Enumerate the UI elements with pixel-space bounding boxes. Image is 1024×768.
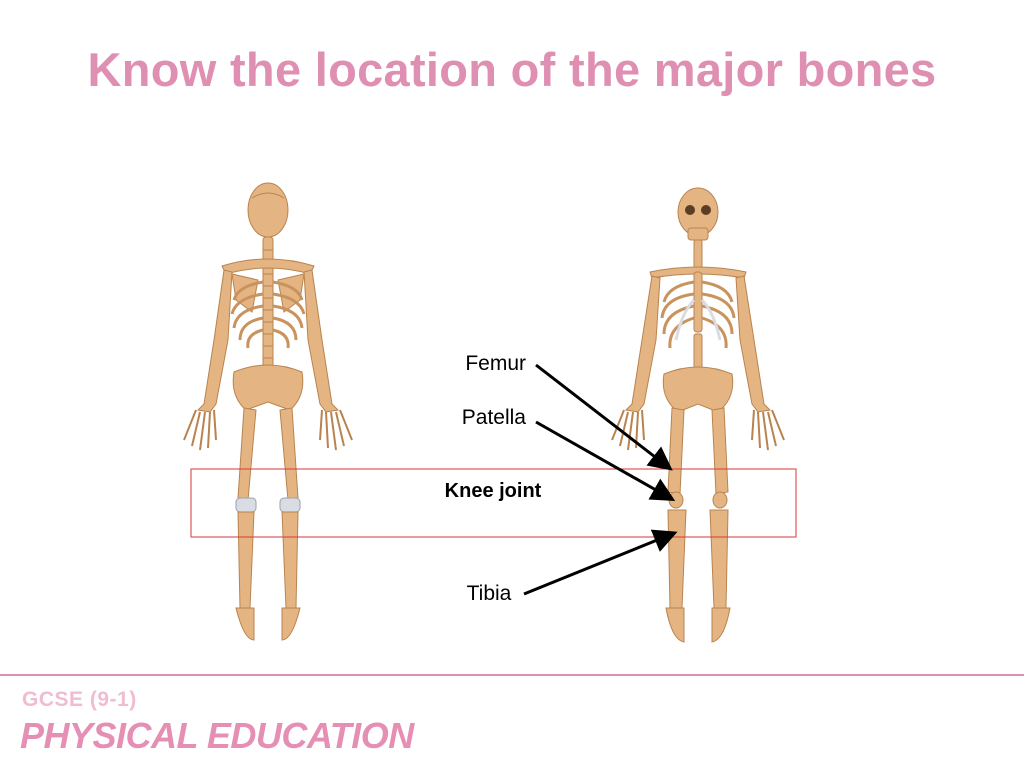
femur-arrow [535,363,673,471]
pelvis-back [232,364,304,411]
right-lower-leg-back [281,511,299,609]
pelvis-front [662,366,734,413]
spine-back [262,236,274,371]
knee-joint-highlight-box [190,468,797,538]
left-femur-back [237,407,257,501]
left-femur-front [667,407,685,495]
right-tibia [709,509,729,609]
left-lower-leg-back [237,511,255,609]
right-patella [712,491,728,509]
skeleton-front-view [611,187,785,643]
left-arm-back [196,269,233,413]
right-arm-front [735,275,772,413]
skeleton-back-view [183,182,353,641]
tibia-label: Tibia [467,582,512,605]
right-femur-back [279,407,299,501]
patella-label: Patella [462,406,527,429]
femur-label: Femur [465,352,526,375]
left-tibia [667,509,687,609]
tibia-arrow [523,529,678,596]
footer-logo-title: PHYSICAL EDUCATION [20,715,414,756]
knee-joint-label: Knee joint [445,480,542,502]
left-patella [668,491,684,509]
skull-back [247,182,289,238]
footer-subtitle: GCSE (9-1) [22,688,137,711]
left-arm-front [624,275,661,413]
sternum [693,271,703,333]
right-arm-back [303,269,340,413]
footer-divider [0,674,1024,676]
slide-title: Know the location of the major bones [87,43,937,96]
patella-arrow [535,420,676,501]
right-femur-front [711,407,729,495]
